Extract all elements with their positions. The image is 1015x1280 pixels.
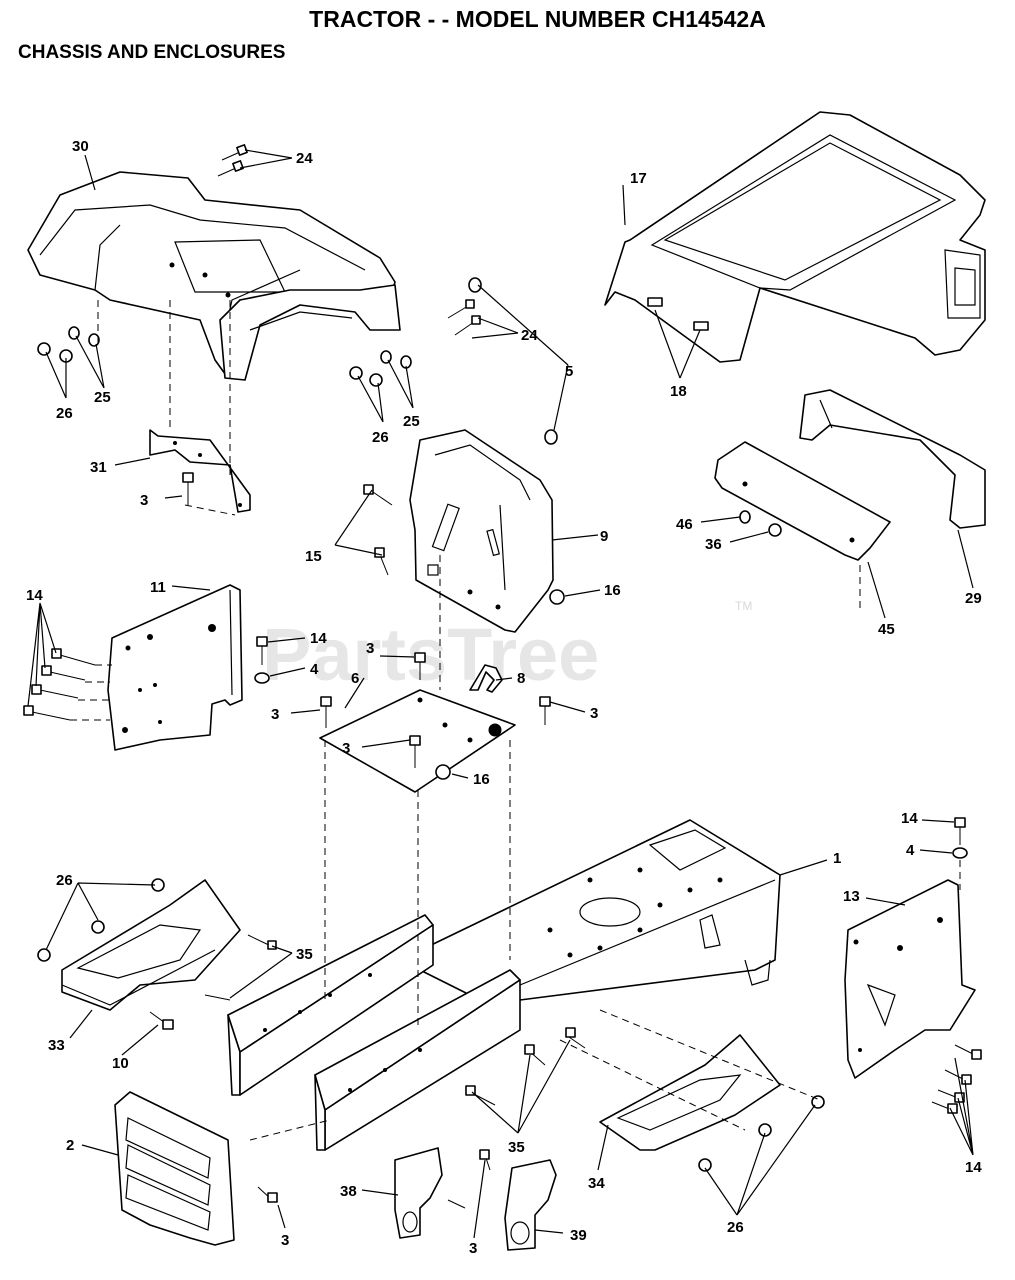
callout-36: 36 [705,536,722,553]
part-31-seat-bracket [149,429,251,513]
callout-24: 24 [296,150,313,167]
callout-2: 2 [66,1137,74,1154]
callouts: 30 24 17 24 18 5 26 25 26 25 31 3 9 15 4… [26,138,982,1257]
callout-35: 35 [508,1139,525,1156]
callout-5: 5 [565,363,573,380]
part-38-bracket [394,1147,443,1239]
callout-46: 46 [676,516,693,533]
part-1-chassis-frame [419,819,781,1001]
part-29-grille-bumper [799,389,986,529]
callout-33: 33 [48,1037,65,1054]
callout-3: 3 [342,740,350,757]
part-34-right-footrest [599,1034,781,1151]
part-9-dash-panel [409,429,554,633]
callout-3: 3 [281,1232,289,1249]
callout-26: 26 [372,429,389,446]
callout-3: 3 [590,705,598,722]
callout-11: 11 [150,579,166,596]
callout-16: 16 [604,582,621,599]
leader-lines [27,149,974,1239]
callout-38: 38 [340,1183,357,1200]
callout-4: 4 [310,661,319,678]
section-title: CHASSIS AND ENCLOSURES [18,42,286,63]
part-45-front-bracket [714,441,891,561]
callout-14: 14 [965,1159,982,1176]
callout-14: 14 [26,587,43,604]
watermark-tm: TM [735,599,752,613]
part-11-left-panel [107,584,243,751]
part-30-fender-right-flare [219,284,401,381]
assembly-lines [70,300,961,1141]
callout-9: 9 [600,528,608,545]
callout-45: 45 [878,621,895,638]
watermark: PartsTree [262,613,599,696]
callout-15: 15 [305,548,322,565]
callout-3: 3 [140,492,148,509]
callout-16: 16 [473,771,490,788]
diagram-title: TRACTOR - - MODEL NUMBER CH14542A [309,6,766,32]
callout-30: 30 [72,138,89,155]
callout-3: 3 [469,1240,477,1257]
callout-29: 29 [965,590,982,607]
callout-39: 39 [570,1227,587,1244]
callout-18: 18 [670,383,687,400]
callout-25: 25 [403,413,420,430]
part-1-frame-left-rail [227,914,434,1096]
callout-14: 14 [901,810,918,827]
part-2-hitch-plate [114,1091,235,1246]
callout-31: 31 [90,459,107,476]
callout-4: 4 [906,842,915,859]
part-39-bracket [504,1159,557,1251]
callout-24: 24 [521,327,538,344]
callout-34: 34 [588,1175,605,1192]
callout-26: 26 [727,1219,744,1236]
callout-25: 25 [94,389,111,406]
part-13-right-panel [844,879,976,1079]
part-1-frame-right-rail [314,969,521,1151]
callout-26: 26 [56,872,73,889]
part-33-left-footrest [61,879,241,1011]
callout-1: 1 [833,850,841,867]
callout-3: 3 [366,640,374,657]
callout-26: 26 [56,405,73,422]
part-18-hood-clips [647,297,709,331]
part-30-rear-fender [27,171,396,379]
callout-35: 35 [296,946,313,963]
callout-8: 8 [517,670,525,687]
callout-14: 14 [310,630,327,647]
callout-10: 10 [112,1055,129,1072]
hardware [23,144,982,1209]
callout-6: 6 [351,670,359,687]
part-17-hood [604,111,986,363]
part-8-clamp [469,664,503,693]
callout-17: 17 [630,170,647,187]
callout-3: 3 [271,706,279,723]
callout-13: 13 [843,888,860,905]
